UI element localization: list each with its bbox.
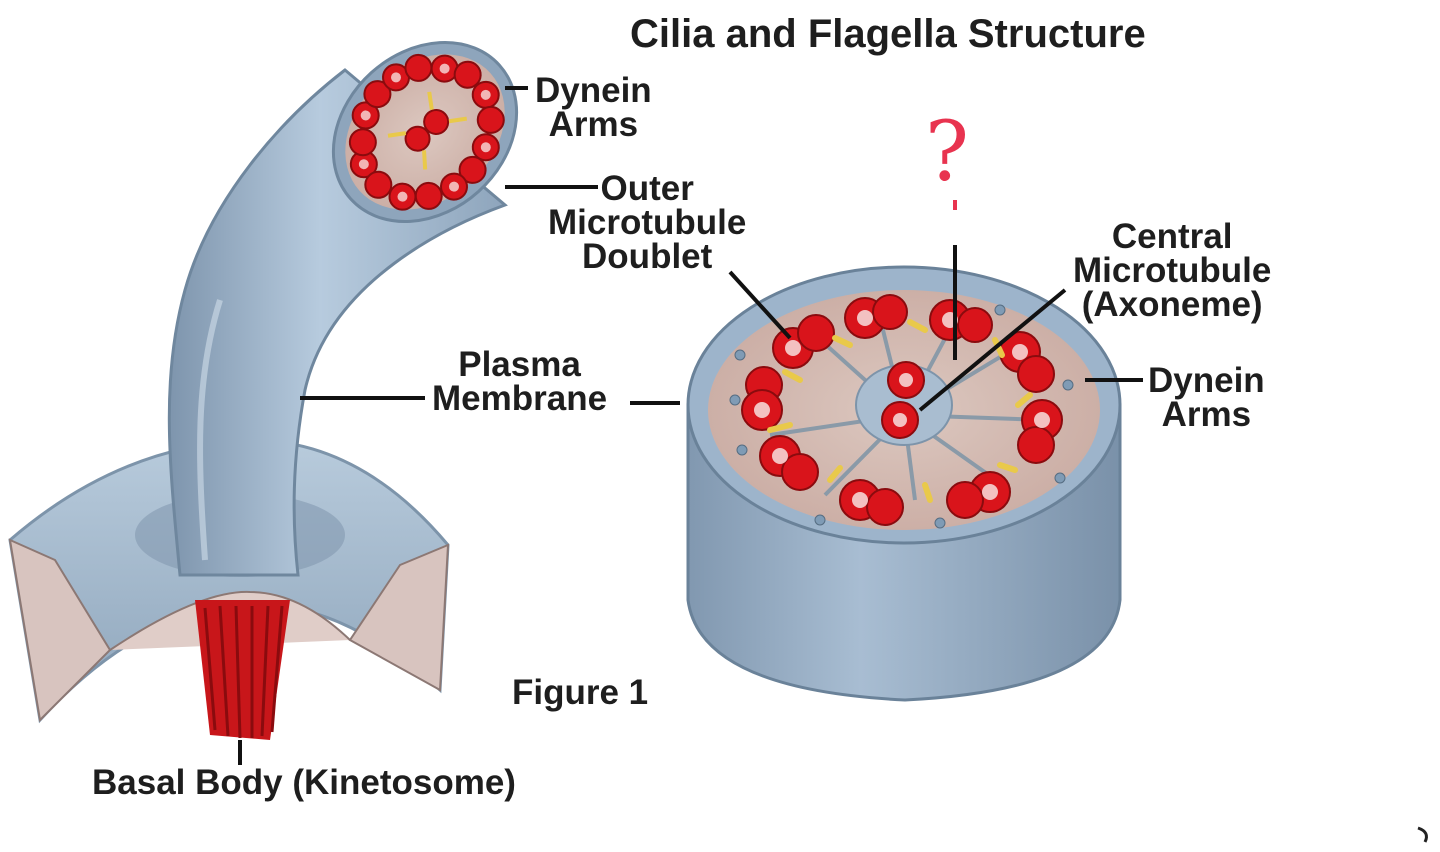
label-dynein-arms-left: Dynein Arms (535, 71, 652, 144)
axoneme-cylinder (686, 265, 1122, 702)
handwritten-question-mark: ? (925, 105, 969, 200)
basal-body-bundle (195, 600, 290, 765)
figure-label: Figure 1 (512, 673, 649, 712)
label-central-microtubule: Central Microtubule (Axoneme) (1073, 217, 1272, 324)
tube-cross-section (331, 40, 519, 224)
diagram-title: Cilia and Flagella Structure (630, 12, 1146, 56)
corner-mark (1417, 826, 1428, 843)
leader-lines (300, 86, 1143, 412)
label-basal-body: Basal Body (Kinetosome) (92, 763, 516, 802)
label-plasma-membrane: Plasma Membrane (432, 345, 608, 418)
label-dynein-arms-right: Dynein Arms (1148, 361, 1265, 434)
label-outer-microtubule-doublet: Outer Microtubule Doublet (548, 169, 747, 276)
